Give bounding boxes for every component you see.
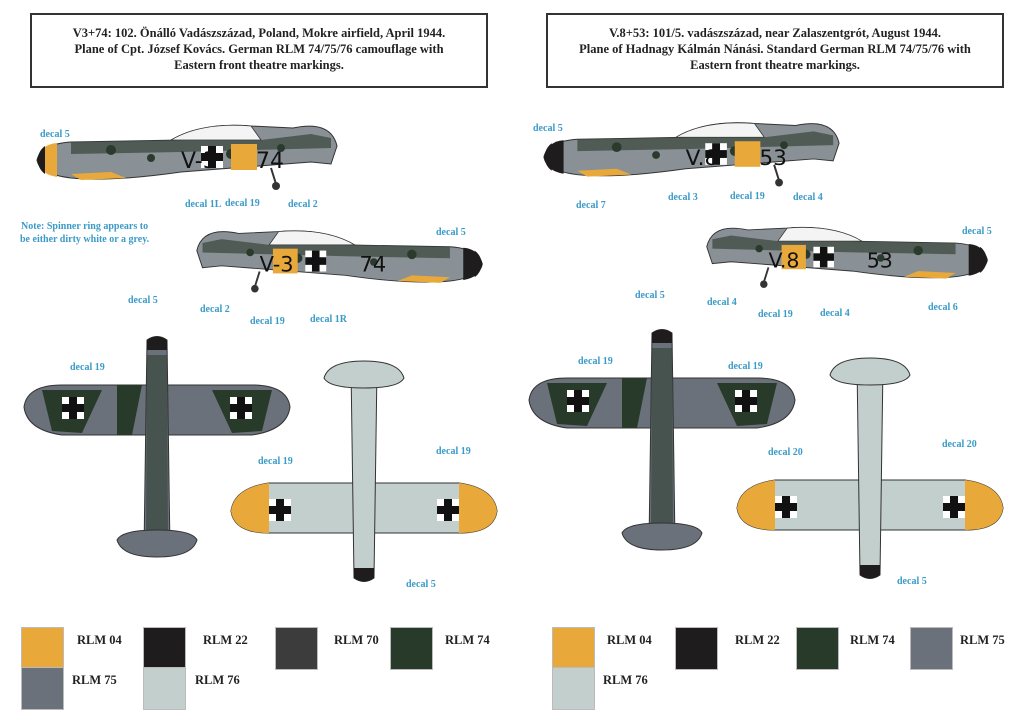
decal-label: decal 19 <box>70 362 105 373</box>
swatch-label: RLM 76 <box>195 673 240 687</box>
swatch-label: RLM 74 <box>445 633 490 647</box>
title-line: Plane of Cpt. József Kovács. German RLM … <box>74 42 444 56</box>
title-line: Plane of Hadnagy Kálmán Nánási. Standard… <box>579 42 971 56</box>
fuselage-code-left: V.8 <box>686 146 719 171</box>
side-profile-aircraft: V-3 74 <box>36 124 338 190</box>
fuselage-code-left: V-3 <box>260 253 294 277</box>
swatch-label: RLM 04 <box>607 633 652 647</box>
swatch-rlm75 <box>21 667 64 710</box>
swatch-label: RLM 04 <box>77 633 122 647</box>
decal-label: decal 1L <box>185 199 222 210</box>
fuselage-code-right: 74 <box>256 149 284 174</box>
underside-view-aircraft <box>736 357 1004 579</box>
underside-view-aircraft <box>230 360 498 582</box>
swatch-label: RLM 74 <box>850 633 895 647</box>
decal-label: decal 7 <box>576 200 606 211</box>
left-title-box: V3+74: 102. Önálló Vadászszázad, Poland,… <box>30 13 488 88</box>
swatch-rlm76 <box>552 667 595 710</box>
decal-label: decal 5 <box>962 226 992 237</box>
top-view-aircraft <box>528 329 796 551</box>
note-line: be either dirty white or a grey. <box>20 234 150 245</box>
swatch-rlm04 <box>552 627 595 670</box>
top-view-aircraft <box>23 336 291 558</box>
swatch-rlm76 <box>143 667 186 710</box>
swatch-rlm70 <box>275 627 318 670</box>
decal-label: decal 19 <box>728 361 763 372</box>
decal-label: decal 20 <box>942 439 977 450</box>
decal-label: decal 4 <box>820 308 850 319</box>
decal-label: decal 19 <box>225 198 260 209</box>
decal-label: decal 5 <box>128 295 158 306</box>
decal-label: decal 19 <box>758 309 793 320</box>
fuselage-code-right: 74 <box>360 253 387 277</box>
decal-label: decal 5 <box>533 123 563 134</box>
decal-label: decal 1R <box>310 314 347 325</box>
swatch-rlm04 <box>21 627 64 670</box>
swatch-label: RLM 76 <box>603 673 648 687</box>
decal-label: decal 3 <box>668 192 698 203</box>
swatch-label: RLM 75 <box>72 673 117 687</box>
fuselage-code-right: 53 <box>867 248 893 272</box>
swatch-label: RLM 22 <box>735 633 780 647</box>
swatch-rlm75 <box>910 627 953 670</box>
decal-label: decal 4 <box>707 297 737 308</box>
fuselage-code-left: V-3 <box>181 149 217 174</box>
title-line: Eastern front theatre markings. <box>690 58 860 72</box>
decal-label: decal 19 <box>436 446 471 457</box>
title-line: V.8+53: 101/5. vadászszázad, near Zalasz… <box>608 26 941 40</box>
decal-label: decal 19 <box>730 191 765 202</box>
title-line: Eastern front theatre markings. <box>174 58 344 72</box>
decal-label: decal 5 <box>635 290 665 301</box>
swatch-rlm22 <box>675 627 718 670</box>
swatch-rlm74 <box>390 627 433 670</box>
decal-label: decal 5 <box>40 129 70 140</box>
decal-label: decal 20 <box>768 447 803 458</box>
decal-label: decal 19 <box>250 316 285 327</box>
swatch-label: RLM 75 <box>960 633 1005 647</box>
side-profile-aircraft: V.8 53 <box>543 122 840 187</box>
decal-label: decal 4 <box>793 192 823 203</box>
right-title-box: V.8+53: 101/5. vadászszázad, near Zalasz… <box>546 13 1004 88</box>
decal-label: decal 19 <box>578 356 613 367</box>
fuselage-code-left: V.8 <box>768 248 799 272</box>
swatch-rlm22 <box>143 627 186 670</box>
decal-label: decal 5 <box>436 227 466 238</box>
swatch-label: RLM 70 <box>334 633 379 647</box>
swatch-label: RLM 22 <box>203 633 248 647</box>
decal-label: decal 6 <box>928 302 958 313</box>
side-profile-aircraft: V-3 74 <box>196 230 483 293</box>
side-profile-aircraft: V.8 53 <box>706 226 988 288</box>
note-line: Note: Spinner ring appears to <box>21 221 149 232</box>
title-line: V3+74: 102. Önálló Vadászszázad, Poland,… <box>72 26 446 40</box>
decal-label: decal 5 <box>897 576 927 587</box>
spinner-note: Note: Spinner ring appears to be either … <box>20 220 149 246</box>
decal-label: decal 2 <box>288 199 318 210</box>
swatch-rlm74 <box>796 627 839 670</box>
fuselage-code-right: 53 <box>759 146 787 171</box>
decal-label: decal 19 <box>258 456 293 467</box>
decal-label: decal 2 <box>200 304 230 315</box>
decal-label: decal 5 <box>406 579 436 590</box>
